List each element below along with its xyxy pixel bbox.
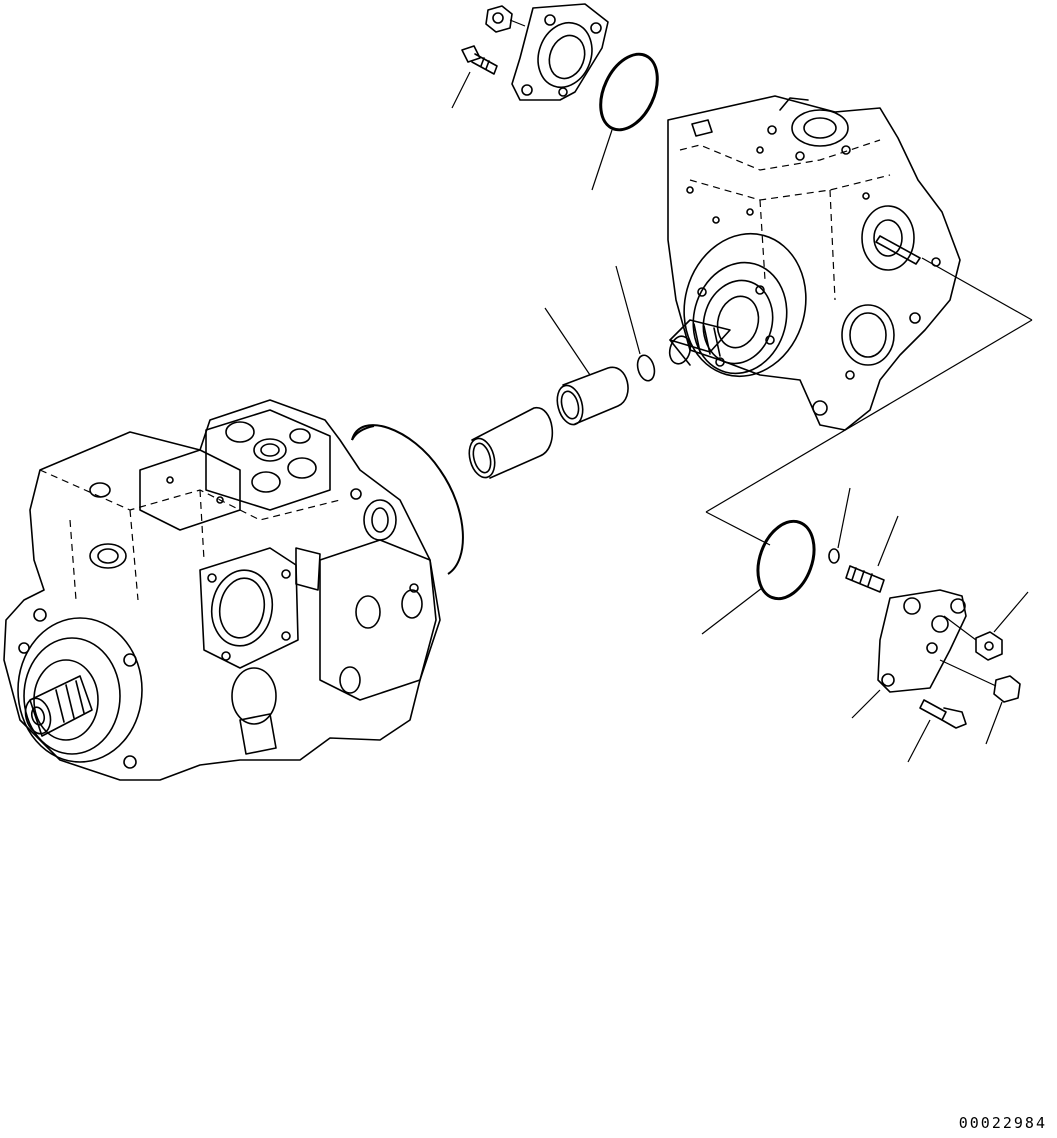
bolt-top[interactable] [452, 46, 497, 108]
hex-nut-bottom-2[interactable] [940, 660, 1020, 744]
top-cover-flange[interactable] [512, 4, 608, 100]
bolt-bottom[interactable] [908, 700, 966, 762]
main-pump-body[interactable] [4, 400, 440, 780]
large-snap-ring[interactable] [352, 425, 463, 574]
o-ring-top[interactable] [589, 45, 668, 190]
leader-branch [706, 512, 770, 545]
bottom-cover-flange[interactable] [852, 590, 966, 718]
rear-pump-body[interactable] [668, 96, 960, 430]
hex-nut-bottom-1[interactable] [944, 592, 1028, 660]
coupling-tube[interactable] [465, 408, 552, 481]
coupling-sleeve[interactable] [545, 308, 628, 427]
main-pump-shaft[interactable] [22, 676, 92, 736]
small-o-ring-bottom[interactable] [829, 488, 850, 563]
stud-bolt[interactable] [846, 516, 898, 592]
rear-pump-shaft[interactable] [667, 320, 730, 366]
o-ring-bottom[interactable] [702, 514, 824, 634]
hex-nut-top[interactable] [486, 6, 525, 32]
snap-ring-small[interactable] [616, 266, 657, 383]
leader-rear-pump [922, 258, 1032, 320]
drawing-number: 00022984 [958, 1114, 1047, 1132]
leader-cross [706, 320, 1032, 512]
